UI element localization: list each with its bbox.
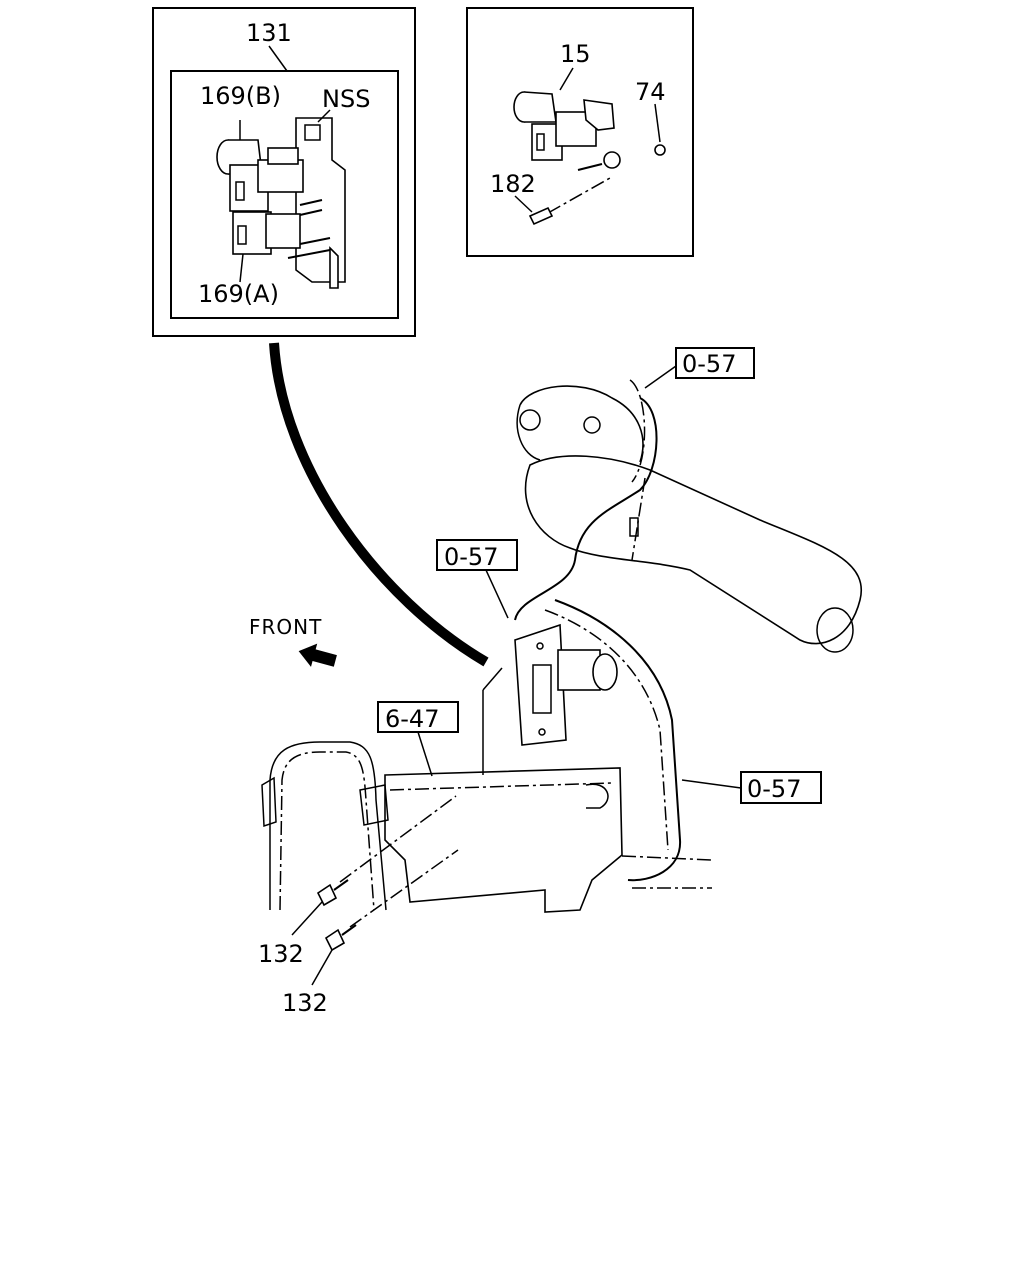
valve-a-drawing (232, 211, 339, 289)
ref-0-57-mid-text: 0-57 (444, 543, 498, 571)
ref-box-0-57-right: 0-57 (681, 771, 822, 804)
callout-74: 74 (635, 78, 666, 106)
callout-15: 15 (560, 40, 591, 68)
front-label: FRONT (249, 615, 322, 639)
callout-132-lower: 132 (282, 989, 328, 1017)
callout-132-upper: 132 (258, 940, 304, 968)
front-arrow-icon (298, 643, 337, 667)
front-indicator: FRONT (249, 615, 337, 667)
callout-169-b: 169(B) (200, 82, 281, 110)
ref-0-57-right-text: 0-57 (747, 775, 801, 803)
ref-box-6-47: 6-47 (377, 701, 459, 777)
callout-nss: NSS (322, 85, 370, 113)
callout-131: 131 (246, 19, 292, 47)
callout-182: 182 (490, 170, 536, 198)
inset-solenoid-15: 15 74 182 (466, 7, 694, 257)
inset-assembly-131: 131 169(B) NSS 169(A) (152, 7, 416, 337)
ref-6-47-text: 6-47 (385, 705, 439, 733)
valve-b-drawing (216, 139, 323, 216)
ref-0-57-top-text: 0-57 (682, 350, 736, 378)
main-assembly-drawing (261, 379, 863, 986)
ref-box-0-57-top: 0-57 (644, 347, 755, 389)
ref-box-0-57-mid: 0-57 (436, 539, 518, 619)
callout-169-a: 169(A) (198, 280, 279, 308)
inset-leader-sweep (269, 342, 489, 667)
